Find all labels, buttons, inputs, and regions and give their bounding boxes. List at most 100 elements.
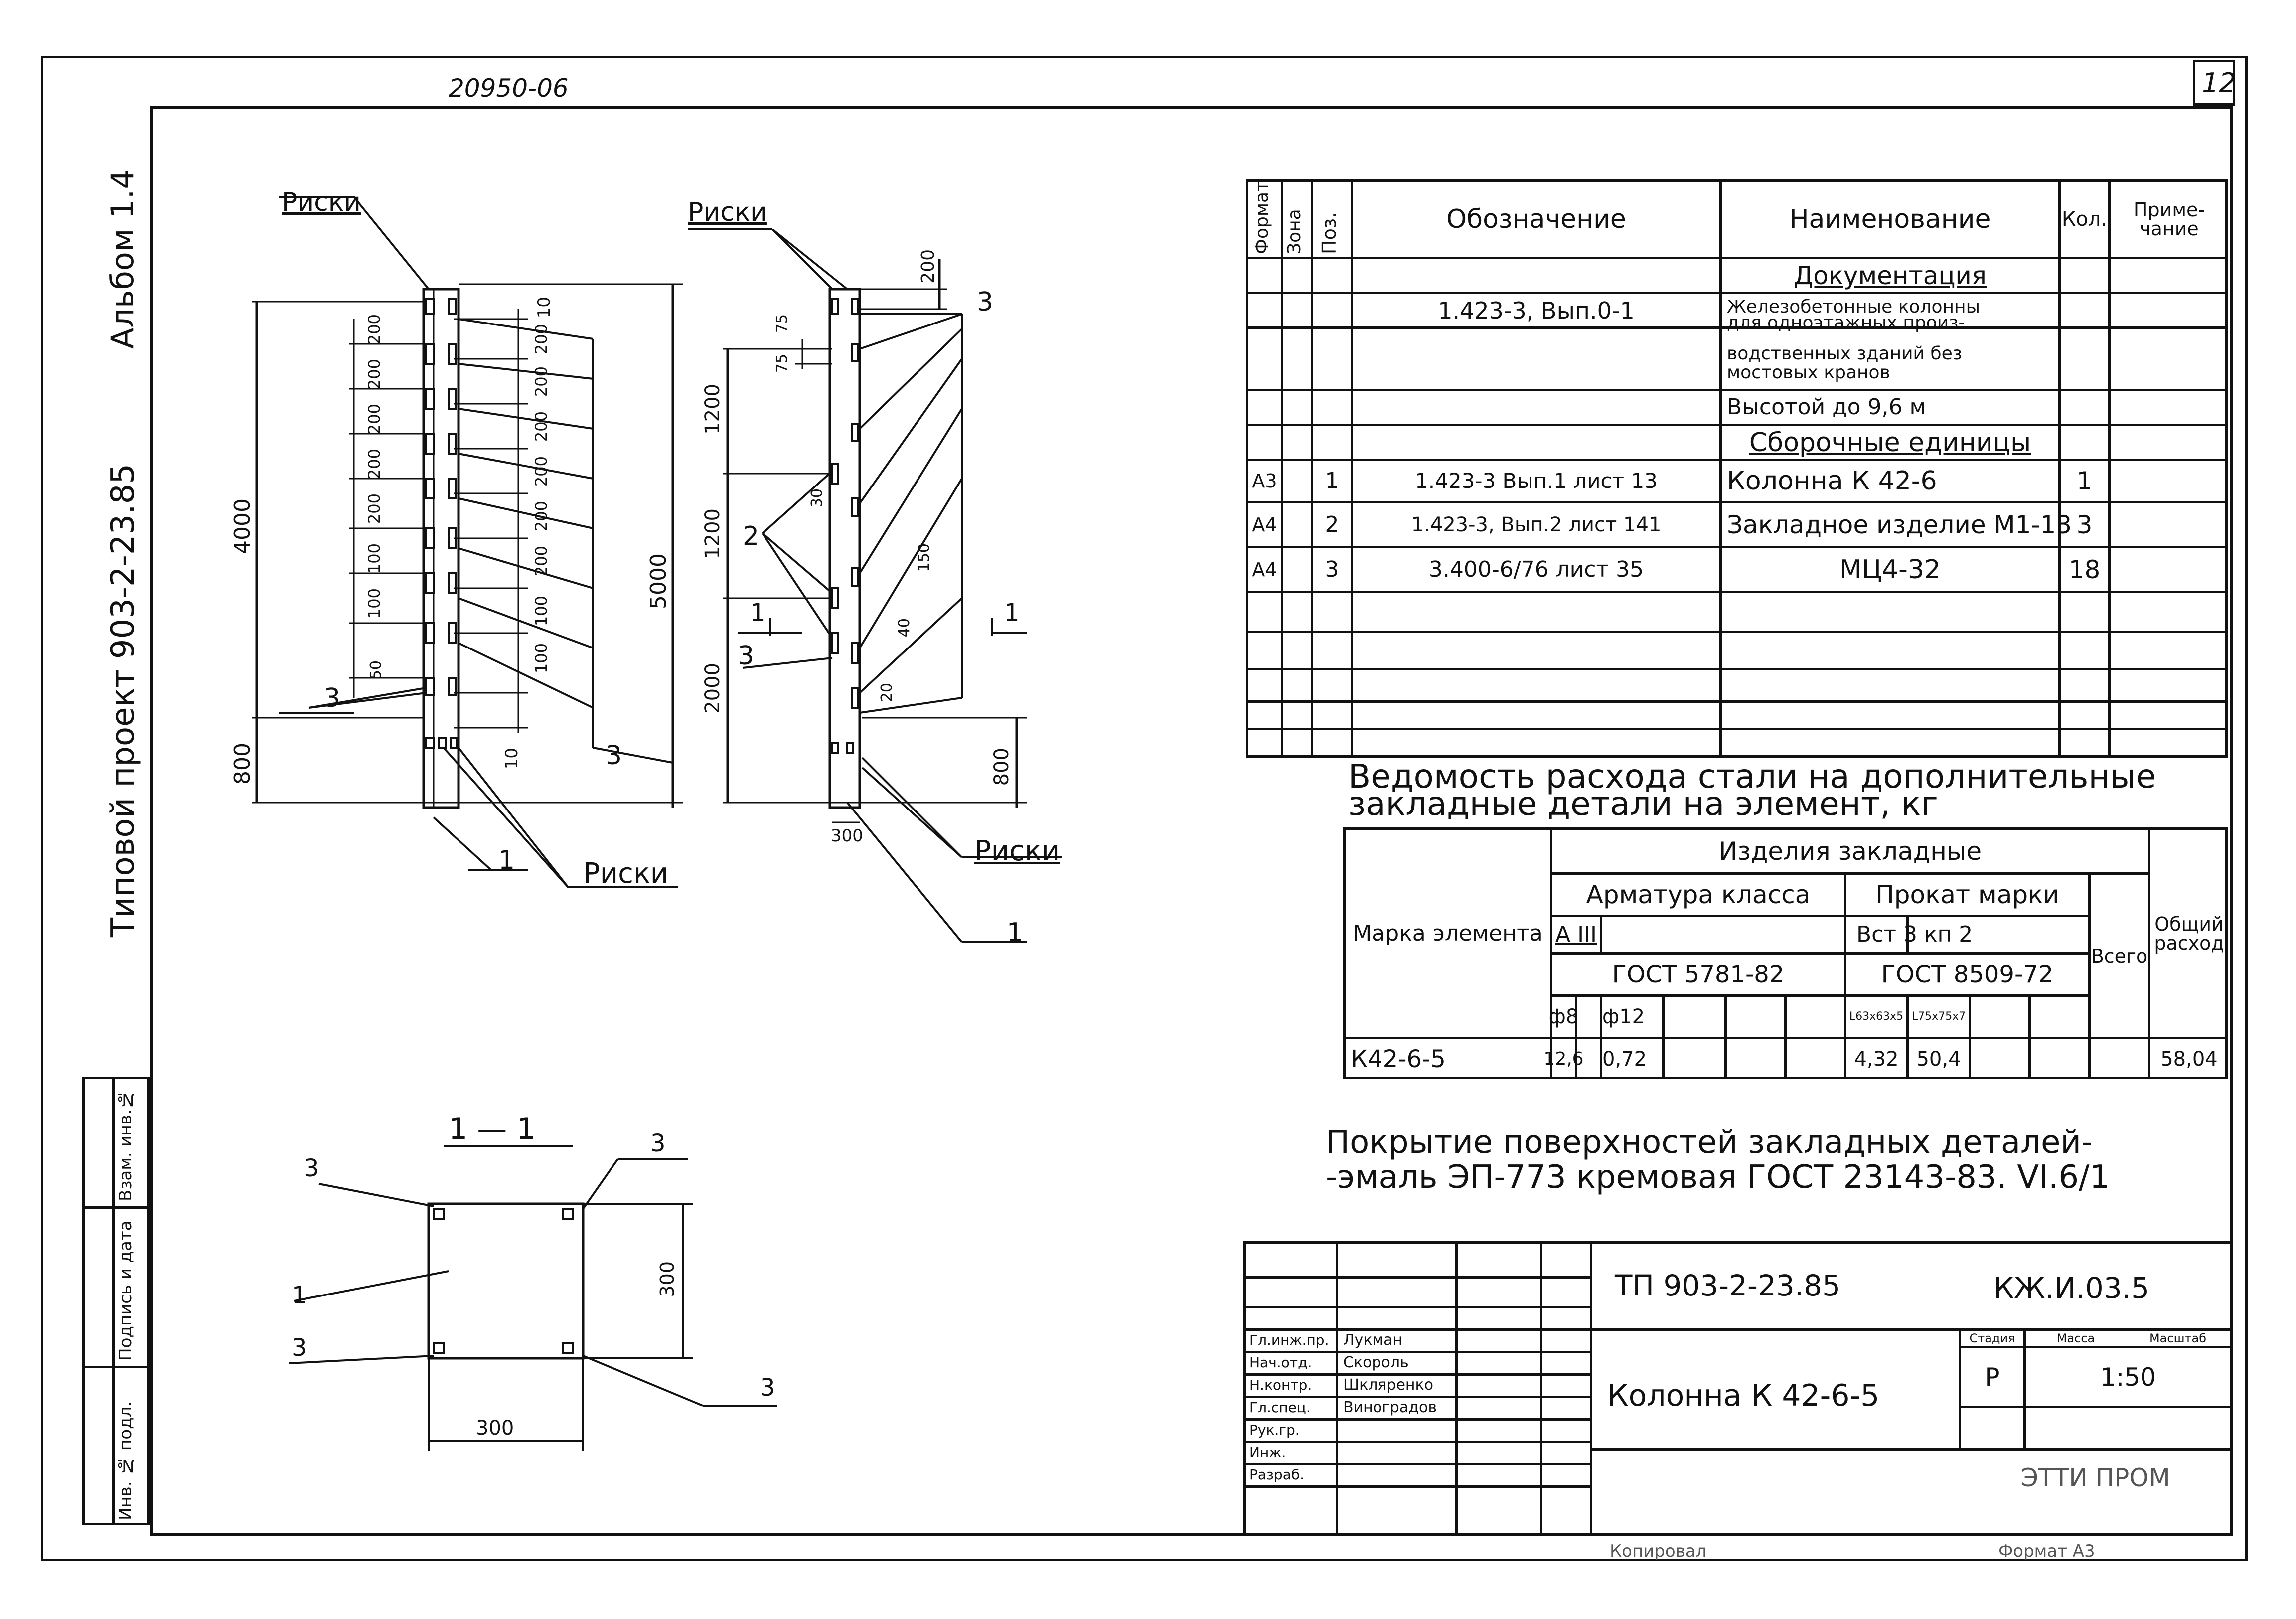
section-mark-left: 1 <box>750 599 765 627</box>
spec-doc-name-1: Железобетонные колонны <box>1727 297 1980 317</box>
footer-left: Копировал <box>1610 1541 1707 1561</box>
person-name-1: Лукман <box>1343 1331 1403 1349</box>
spec-row-2-designation: 1.423-3, Вып.2 лист 141 <box>1411 513 1662 536</box>
steel-sub-l63: L63x63x5 <box>1849 1010 1904 1023</box>
person-name-2: Скороль <box>1343 1354 1409 1371</box>
person-name-4: Виноградов <box>1343 1399 1437 1416</box>
steel-col-total: Всего <box>2091 945 2148 967</box>
section-dim-h: 300 <box>656 1261 678 1297</box>
spec-row-1-qty: 1 <box>2076 467 2093 495</box>
pos-3a-label: 3 <box>324 683 341 713</box>
spacing-right-4: 200 <box>532 501 551 532</box>
steel-row-overall: 58,04 <box>2160 1048 2218 1071</box>
dim-300-elev: 300 <box>831 826 863 846</box>
section-pos-1: 1 <box>292 1282 307 1309</box>
steel-row-d8: 12,6 <box>1543 1049 1584 1069</box>
spacing-right-2: 200 <box>532 411 551 442</box>
steel-row-l75: 50,4 <box>1916 1048 1961 1071</box>
title-scale: 1:50 <box>2100 1362 2156 1392</box>
steel-title-2: закладные детали на элемент, кг <box>1348 785 1938 823</box>
steel-row-d12: 0,72 <box>1602 1048 1647 1071</box>
sheet-number: 12 <box>2202 67 2236 99</box>
spacing-right-5: 200 <box>532 546 551 577</box>
coating-line-1: Покрытие поверхностей закладных деталей- <box>1326 1124 2093 1161</box>
spec-row-1-pos: 1 <box>1325 468 1339 493</box>
spec-row-1-format: А3 <box>1252 470 1277 492</box>
coating-line-2: -эмаль ЭП-773 кремовая ГОСТ 23143-83. VI… <box>1326 1159 2110 1196</box>
inner-frame <box>150 106 2233 1536</box>
spec-table <box>1246 179 2228 758</box>
spec-row-3-designation: 3.400-6/76 лист 35 <box>1428 556 1644 582</box>
spacing-left-0: 200 <box>365 314 384 345</box>
steel-col-overall: Общий расход <box>2154 913 2224 954</box>
spacing-right-6: 100 <box>532 596 551 627</box>
spec-h-format: Формат <box>1252 181 1272 254</box>
spec-row-2-name: Закладное изделие М1-13 <box>1727 510 2072 539</box>
title-drawing-name: Колонна К 42-6-5 <box>1607 1378 1880 1413</box>
spec-h-designation: Обозначение <box>1446 204 1626 234</box>
spacing-left-6: 100 <box>365 588 384 619</box>
spec-h-note: Приме-чание <box>2133 199 2205 240</box>
dim-10-top: 10 <box>534 297 554 319</box>
spacing-right-0: 200 <box>532 324 551 355</box>
dim-200-top: 200 <box>918 249 938 284</box>
steel-col-items: Изделия закладные <box>1718 836 1982 866</box>
spacing-right-3: 200 <box>532 456 551 487</box>
spec-row-3-qty: 18 <box>2068 555 2101 584</box>
title-block <box>1243 1241 2233 1535</box>
title-project-code: ТП 903-2-23.85 <box>1615 1269 1840 1302</box>
steel-rebar-gost: ГОСТ 5781-82 <box>1612 961 1785 988</box>
title-scale-label: Масштаб <box>2149 1331 2207 1345</box>
doc-number: 20950-06 <box>449 74 569 103</box>
person-role-2: Нач.отд. <box>1249 1354 1312 1371</box>
dim-75b: 75 <box>773 354 791 373</box>
steel-col-mark: Марка элемента <box>1353 920 1543 946</box>
steel-col-rebar: Арматура класса <box>1586 880 1811 909</box>
title-stage-label: Стадия <box>1969 1331 2015 1345</box>
riski-label-bottom-1: Риски <box>583 857 669 890</box>
outer-frame <box>41 56 2248 1561</box>
pos-1-label: 1 <box>498 845 515 875</box>
dim-150: 150 <box>916 543 933 572</box>
steel-row-mark: К42-6-5 <box>1351 1045 1446 1073</box>
dim-800-left: 800 <box>230 743 255 785</box>
dim-30: 30 <box>808 488 826 508</box>
spec-row-1-name: Колонна К 42-6 <box>1727 466 1937 496</box>
riski-label-top-1: Риски <box>282 187 361 217</box>
sheet-number-box <box>2193 60 2235 106</box>
person-role-7: Разраб. <box>1249 1466 1305 1483</box>
person-role-4: Гл.спец. <box>1249 1399 1311 1416</box>
spec-doc-name-2: для одноэтажных произ- <box>1727 313 1965 333</box>
spacing-left-5: 100 <box>365 543 384 574</box>
spacing-right-7: 100 <box>532 643 551 674</box>
dim-75a: 75 <box>773 314 791 333</box>
pos-3a-label-2: 3 <box>738 641 755 671</box>
pos-1-label-2: 1 <box>1007 918 1024 948</box>
steel-row-l63: 4,32 <box>1854 1048 1899 1071</box>
dim-20: 20 <box>878 683 896 702</box>
spacing-right-1: 200 <box>532 366 551 397</box>
person-role-3: Н.контр. <box>1249 1377 1312 1393</box>
dim-50: 50 <box>367 660 385 680</box>
section-pos-3-tl: 3 <box>304 1154 319 1182</box>
pos-2-label: 2 <box>743 521 760 551</box>
spec-row-2-pos: 2 <box>1325 511 1339 537</box>
spec-section-docs: Документация <box>1794 261 1987 290</box>
spacing-left-4: 200 <box>365 493 384 524</box>
steel-sub-l75: L75x75x7 <box>1911 1010 1966 1023</box>
person-role-6: Инж. <box>1249 1444 1286 1460</box>
spec-row-3-name: МЦ4-32 <box>1839 554 1941 585</box>
section-dim-w: 300 <box>476 1417 514 1440</box>
dim-2000: 2000 <box>701 663 724 714</box>
spec-row-1-designation: 1.423-3 Вып.1 лист 13 <box>1415 469 1658 493</box>
pos-3b-label: 3 <box>606 741 622 771</box>
steel-rebar-class: А III <box>1555 922 1597 947</box>
spec-row-3-pos: 3 <box>1325 556 1339 582</box>
steel-col-rolled: Прокат марки <box>1875 880 2059 909</box>
dim-4000: 4000 <box>230 498 255 554</box>
riski-label-top-2: Риски <box>688 197 767 227</box>
title-sheet-code: КЖ.И.03.5 <box>1993 1271 2150 1305</box>
spacing-left-1: 200 <box>365 359 384 390</box>
spec-doc-name-4: мостовых кранов <box>1727 362 1890 383</box>
